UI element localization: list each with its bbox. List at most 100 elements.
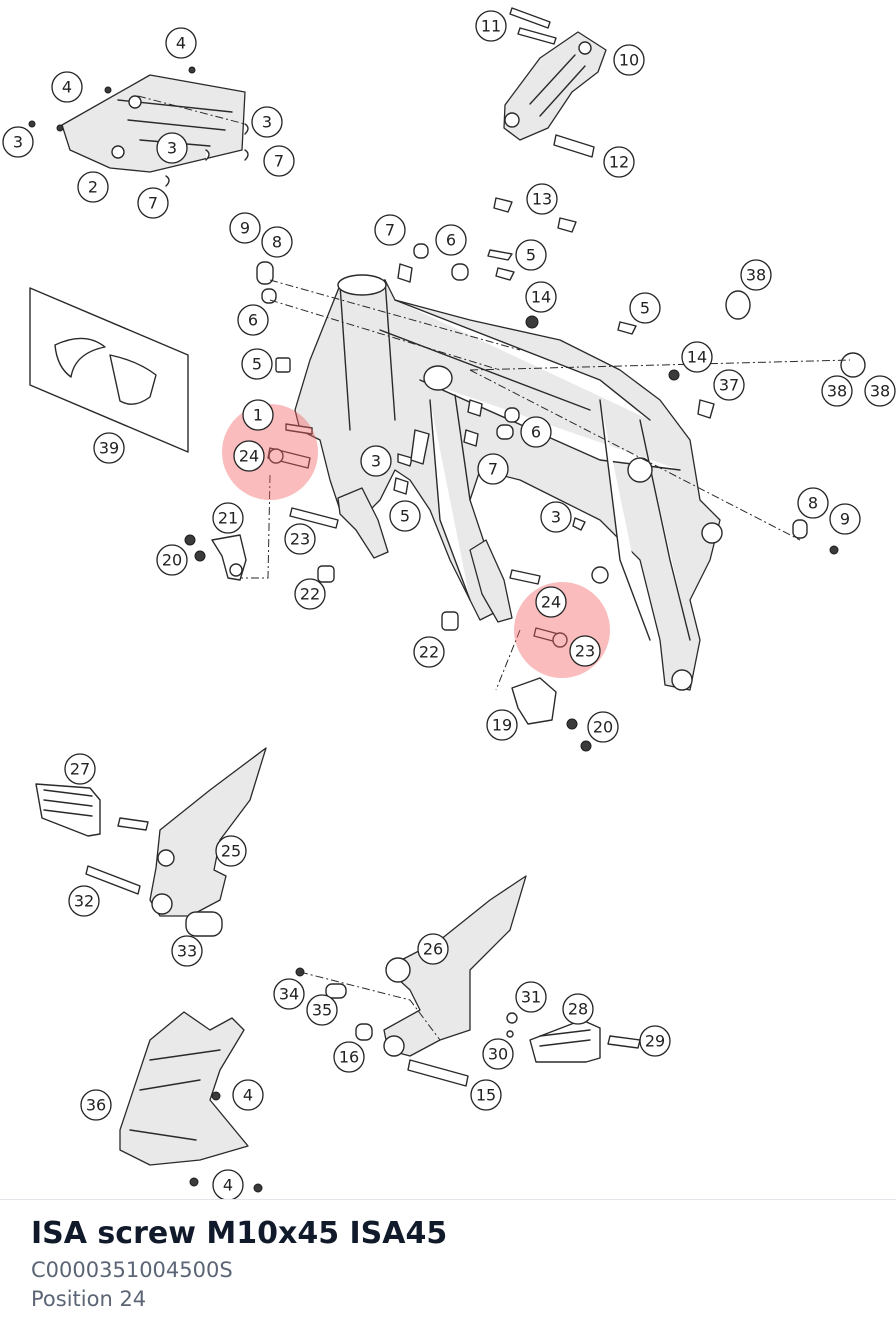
panel-divider: [0, 1199, 896, 1200]
callout[interactable]: 5: [241, 348, 273, 380]
callout[interactable]: 22: [294, 578, 326, 610]
callout[interactable]: 32: [68, 885, 100, 917]
svg-text:7: 7: [488, 460, 498, 479]
callout[interactable]: 20: [156, 544, 188, 576]
callout[interactable]: 13: [526, 183, 558, 215]
svg-text:30: 30: [488, 1045, 508, 1064]
callout[interactable]: 35: [306, 994, 338, 1026]
callout[interactable]: 38: [864, 375, 896, 407]
callout[interactable]: 6: [520, 416, 552, 448]
callout[interactable]: 38: [740, 259, 772, 291]
svg-text:22: 22: [419, 643, 439, 662]
callout[interactable]: 23: [569, 635, 601, 667]
svg-text:27: 27: [70, 760, 90, 779]
part-title: ISA screw M10x45 ISA45: [31, 1216, 448, 1251]
callout[interactable]: 34: [273, 978, 305, 1010]
callout[interactable]: 5: [515, 239, 547, 271]
part-number: C0000351004500S: [31, 1258, 233, 1282]
callout[interactable]: 28: [562, 993, 594, 1025]
callout[interactable]: 7: [477, 453, 509, 485]
svg-text:3: 3: [167, 139, 177, 158]
callout[interactable]: 14: [525, 281, 557, 313]
callout[interactable]: 21: [212, 502, 244, 534]
callout[interactable]: 2: [77, 171, 109, 203]
exploded-parts-diagram: 1 2 3 3 3 3 3 4 4 4 4 5 5 5 5 6 6 6 7 7 …: [2, 7, 896, 1200]
diagram-canvas: 1 2 3 3 3 3 3 4 4 4 4 5 5 5 5 6 6 6 7 7 …: [2, 7, 896, 1200]
callout[interactable]: 20: [587, 711, 619, 743]
svg-text:29: 29: [645, 1032, 665, 1051]
svg-text:6: 6: [531, 423, 541, 442]
callout[interactable]: 19: [486, 709, 518, 741]
callout[interactable]: 24: [535, 586, 567, 618]
svg-text:15: 15: [476, 1086, 496, 1105]
svg-text:9: 9: [840, 510, 850, 529]
callout[interactable]: 37: [713, 369, 745, 401]
callout[interactable]: 29: [639, 1025, 671, 1057]
svg-text:37: 37: [719, 376, 739, 395]
callout[interactable]: 6: [237, 304, 269, 336]
svg-text:14: 14: [687, 348, 707, 367]
callout[interactable]: 5: [629, 292, 661, 324]
svg-text:32: 32: [74, 892, 94, 911]
callout[interactable]: 9: [229, 212, 261, 244]
callout[interactable]: 11: [475, 10, 507, 42]
callout[interactable]: 24: [233, 440, 265, 472]
callout[interactable]: 25: [215, 835, 247, 867]
svg-text:7: 7: [148, 194, 158, 213]
bracket-part-2: [61, 74, 246, 173]
highlight-position-24-left: [222, 404, 318, 500]
footrest-hanger-right: [469, 539, 513, 623]
callout[interactable]: 4: [212, 1169, 244, 1200]
callout[interactable]: 26: [417, 933, 449, 965]
callout[interactable]: 9: [829, 503, 861, 535]
callout[interactable]: 16: [333, 1041, 365, 1073]
callout[interactable]: 12: [603, 146, 635, 178]
svg-text:6: 6: [248, 311, 258, 330]
callout[interactable]: 1: [242, 399, 274, 431]
svg-text:9: 9: [240, 219, 250, 238]
svg-text:24: 24: [541, 593, 561, 612]
callout[interactable]: 3: [156, 132, 188, 164]
callout[interactable]: 22: [413, 636, 445, 668]
callout[interactable]: 36: [80, 1089, 112, 1121]
svg-text:26: 26: [423, 940, 443, 959]
svg-text:23: 23: [575, 642, 595, 661]
callout[interactable]: 31: [515, 981, 547, 1013]
svg-text:6: 6: [446, 231, 456, 250]
callout[interactable]: 3: [360, 445, 392, 477]
callout[interactable]: 4: [232, 1079, 264, 1111]
callout[interactable]: 39: [93, 432, 125, 464]
callout[interactable]: 33: [171, 935, 203, 967]
callout[interactable]: 4: [51, 71, 83, 103]
callout[interactable]: 7: [263, 145, 295, 177]
callout[interactable]: 23: [284, 523, 316, 555]
callout[interactable]: 4: [165, 27, 197, 59]
callout[interactable]: 30: [482, 1038, 514, 1070]
label-sheet-part-39: [29, 287, 189, 453]
svg-text:25: 25: [221, 842, 241, 861]
svg-text:3: 3: [551, 508, 561, 527]
callout[interactable]: 8: [797, 487, 829, 519]
svg-text:14: 14: [531, 288, 551, 307]
callout[interactable]: 3: [2, 126, 34, 158]
svg-text:16: 16: [339, 1048, 359, 1067]
svg-text:10: 10: [619, 51, 639, 70]
svg-text:13: 13: [532, 190, 552, 209]
callout[interactable]: 5: [389, 500, 421, 532]
callout[interactable]: 3: [251, 106, 283, 138]
callout[interactable]: 8: [261, 226, 293, 258]
svg-text:4: 4: [223, 1176, 233, 1195]
svg-text:5: 5: [400, 507, 410, 526]
callout[interactable]: 38: [821, 375, 853, 407]
callout[interactable]: 6: [435, 224, 467, 256]
callout[interactable]: 14: [681, 341, 713, 373]
svg-text:4: 4: [176, 34, 186, 53]
callout[interactable]: 10: [613, 44, 645, 76]
callout[interactable]: 27: [64, 753, 96, 785]
frame-artwork: [28, 7, 866, 1193]
chain-guard-part-36: [119, 1011, 249, 1166]
callout[interactable]: 15: [470, 1079, 502, 1111]
callout[interactable]: 7: [374, 214, 406, 246]
callout[interactable]: 7: [137, 187, 169, 219]
callout[interactable]: 3: [540, 501, 572, 533]
